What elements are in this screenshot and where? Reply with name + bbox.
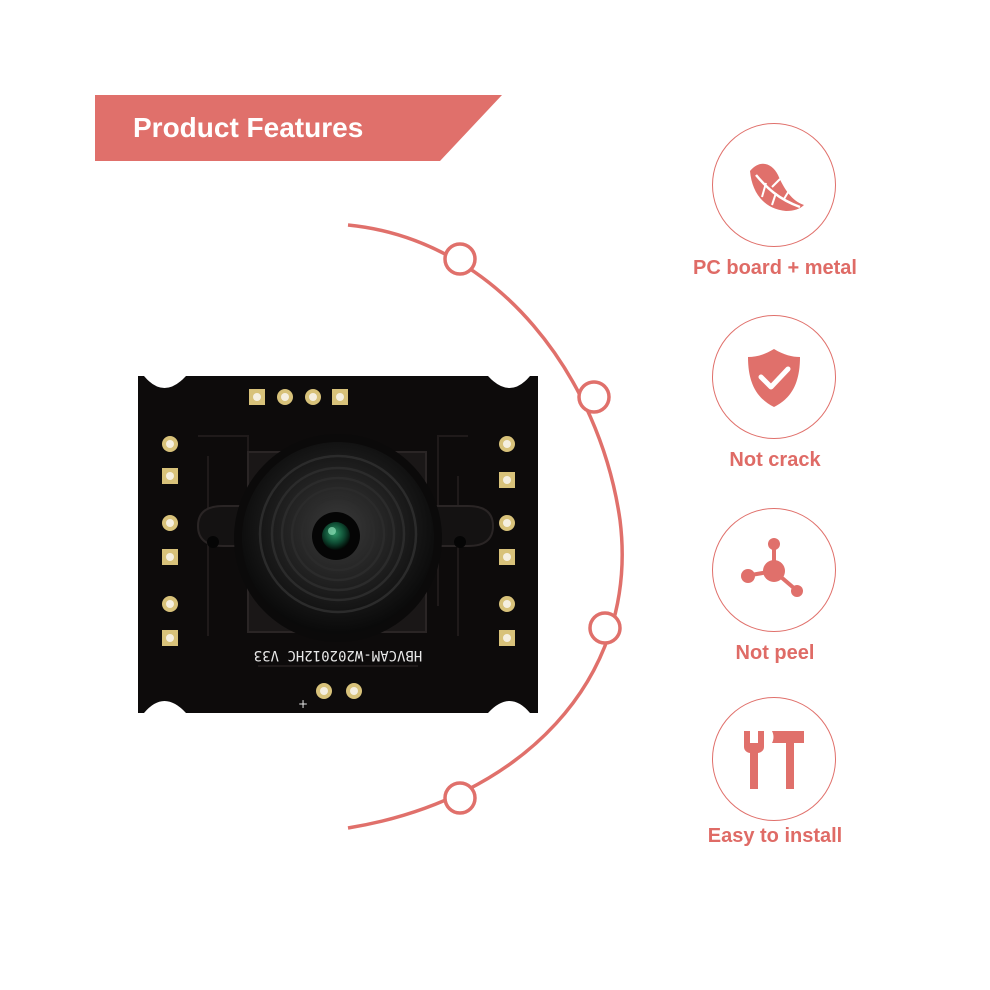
feature-label: PC board + metal [693, 257, 857, 279]
feature-circle [712, 123, 836, 247]
camera-board: + HBVCAM-W202012HC V33 [138, 376, 538, 713]
shield-check-icon [748, 349, 800, 407]
banner-background [95, 95, 502, 161]
banner-title: Product Features [133, 112, 364, 143]
board-silkscreen: HBVCAM-W202012HC V33 [254, 647, 423, 663]
svg-text:+: + [298, 697, 308, 711]
feature-circle [712, 315, 836, 439]
product-features-banner: Product Features [95, 95, 502, 161]
feature-label: Not peel [735, 642, 815, 664]
feature-easy-to-install: Easy to install [680, 697, 870, 857]
leaf-icon [750, 163, 804, 211]
molecule-icon [741, 538, 803, 597]
feature-label: Not crack [729, 449, 821, 471]
feature-not-crack: Not crack [680, 315, 870, 475]
feature-not-peel: Not peel [680, 508, 870, 668]
feature-circle [712, 508, 836, 632]
feature-circle [712, 697, 836, 821]
feature-pc-board-metal: PC board + metal [680, 123, 870, 283]
arc-node [443, 781, 477, 815]
arc-node [443, 242, 477, 276]
camera-module-image: + HBVCAM-W202012HC V33 [138, 376, 538, 713]
arc-node [588, 611, 622, 645]
feature-label: Easy to install [707, 825, 843, 847]
tools-icon [744, 731, 804, 789]
arc-node [577, 380, 611, 414]
